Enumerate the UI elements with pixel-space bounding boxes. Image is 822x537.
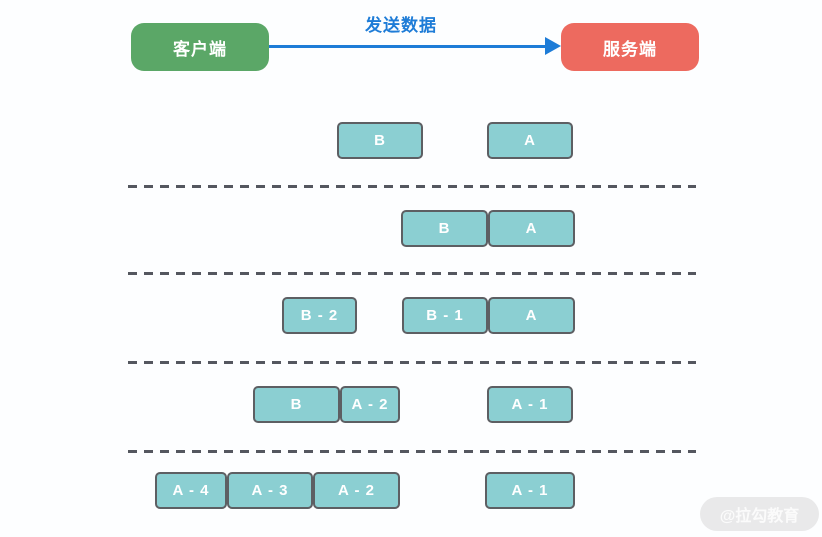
send-arrow-label: 发送数据 bbox=[365, 16, 437, 35]
dashed-separator bbox=[128, 185, 696, 188]
client-box: 客户端 bbox=[131, 23, 269, 71]
packet-box: A - 1 bbox=[487, 386, 573, 423]
packet-box: A - 3 bbox=[227, 472, 313, 509]
dashed-separator bbox=[128, 272, 696, 275]
packet-box: B - 2 bbox=[282, 297, 357, 334]
packet-box: B bbox=[401, 210, 488, 247]
packet-box: A - 2 bbox=[340, 386, 400, 423]
packet-box: B bbox=[253, 386, 340, 423]
packet-box: B - 1 bbox=[402, 297, 488, 334]
packet-box: A bbox=[487, 122, 573, 159]
server-box: 服务端 bbox=[561, 23, 699, 71]
packet-box: A bbox=[488, 297, 575, 334]
dashed-separator bbox=[128, 450, 696, 453]
packet-box: A - 2 bbox=[313, 472, 400, 509]
packet-box: A - 4 bbox=[155, 472, 227, 509]
dashed-separator bbox=[128, 361, 696, 364]
packet-box: A - 1 bbox=[485, 472, 575, 509]
send-arrow-line bbox=[269, 45, 547, 48]
packet-box: B bbox=[337, 122, 423, 159]
watermark-badge: @拉勾教育 bbox=[700, 497, 819, 531]
send-arrow-head-icon bbox=[545, 37, 561, 55]
packet-box: A bbox=[488, 210, 575, 247]
